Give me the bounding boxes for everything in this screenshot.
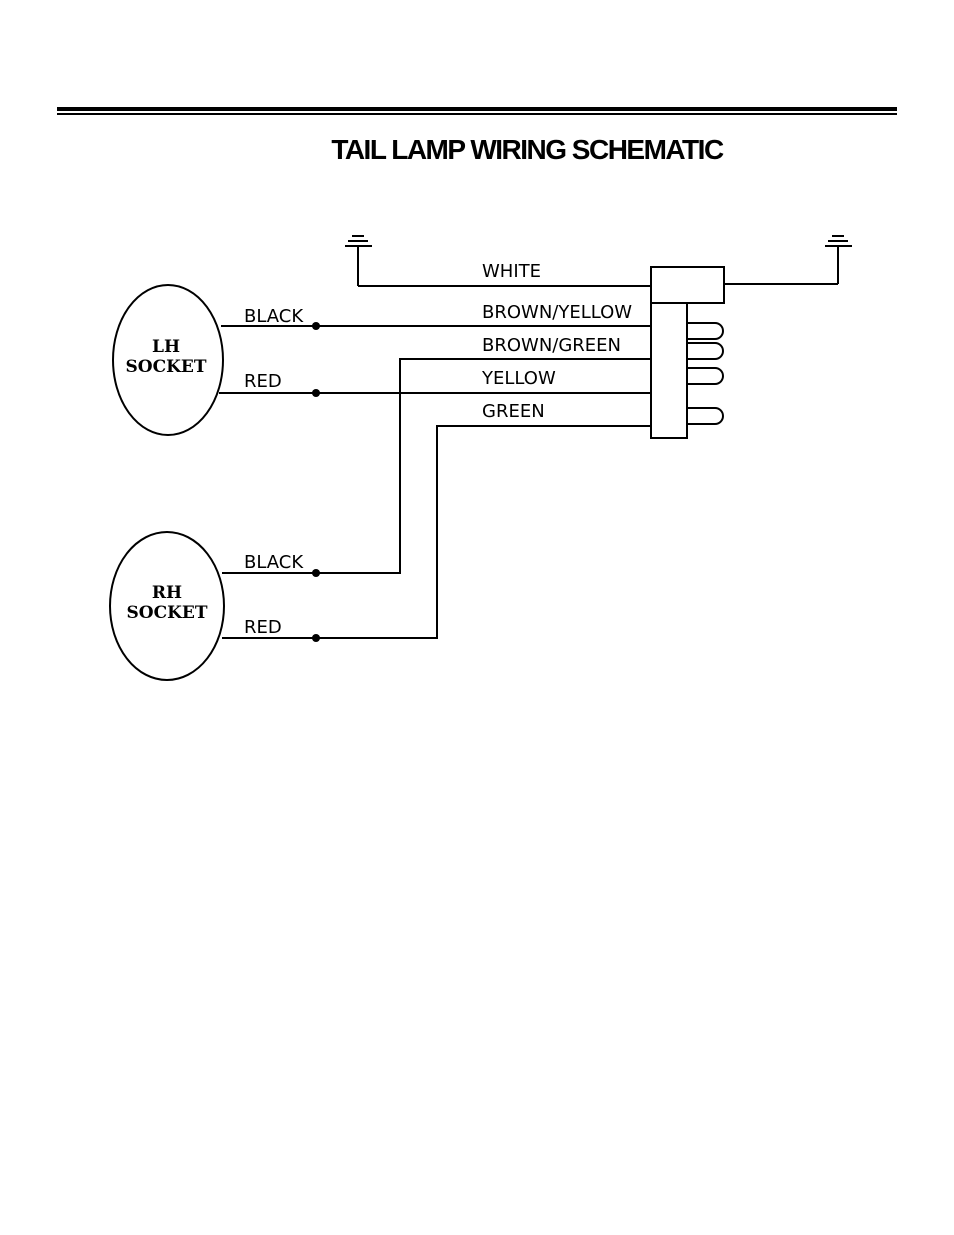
label-lh-black: BLACK — [244, 306, 304, 327]
splice-dot — [312, 322, 320, 330]
label-green: GREEN — [482, 401, 545, 422]
label-brown-yellow: BROWN/YELLOW — [482, 302, 632, 323]
splice-dot — [312, 634, 320, 642]
label-rh-black: BLACK — [244, 552, 304, 573]
page-title: TAIL LAMP WIRING SCHEMATIC — [331, 134, 724, 165]
top-rule-thin — [57, 113, 897, 115]
lh-socket-label-2: SOCKET — [126, 357, 207, 377]
rh-socket — [109, 531, 225, 681]
ground-icon — [345, 235, 372, 286]
wire-rh-red — [222, 425, 651, 639]
wire-rh-black — [222, 358, 651, 574]
splice-dot — [312, 569, 320, 577]
lh-socket-label-1: LH — [152, 337, 180, 357]
label-yellow: YELLOW — [481, 368, 556, 389]
connector-plug — [650, 266, 725, 439]
label-lh-red: RED — [244, 371, 282, 392]
lh-socket — [112, 284, 224, 436]
top-rule — [57, 107, 897, 111]
rh-socket-label-1: RH — [152, 583, 182, 603]
ground-icon — [825, 235, 852, 284]
label-rh-red: RED — [244, 617, 282, 638]
label-brown-green: BROWN/GREEN — [482, 335, 621, 356]
rh-socket-label-2: SOCKET — [127, 603, 208, 623]
splice-dot — [312, 389, 320, 397]
label-white: WHITE — [482, 261, 541, 282]
